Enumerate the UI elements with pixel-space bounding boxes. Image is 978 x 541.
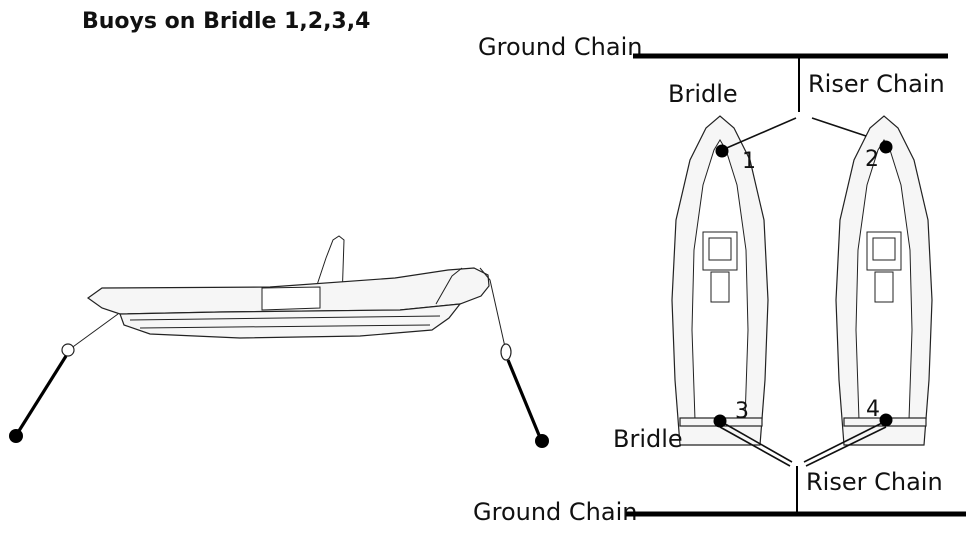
- side-riser-stern: [15, 355, 68, 435]
- bridle-bottom-right-2: [805, 426, 887, 467]
- side-seat: [261, 286, 321, 311]
- side-bridle-bow: [479, 267, 506, 348]
- buoy-4: [879, 413, 893, 427]
- side-weight-stern: [9, 429, 23, 443]
- side-riser-bow: [506, 359, 543, 441]
- left-boat-seat: [710, 271, 730, 303]
- top-view-boat-left: [671, 115, 769, 446]
- buoy-label-1: 1: [742, 149, 756, 174]
- buoy-1: [715, 144, 729, 158]
- label-ground-chain-bottom: Ground Chain: [473, 498, 637, 526]
- buoy-3: [713, 414, 727, 428]
- side-weight-bow: [535, 434, 549, 448]
- diagram-title: Buoys on Bridle 1,2,3,4: [82, 9, 370, 34]
- bridle-bottom-right: [803, 420, 887, 463]
- side-buoy-stern: [61, 343, 75, 357]
- buoy-label-4: 4: [866, 397, 880, 422]
- label-bridle-bottom: Bridle: [613, 425, 683, 453]
- right-boat-screen: [872, 237, 896, 261]
- buoy-2: [879, 140, 893, 154]
- bridle-bottom-left: [719, 420, 793, 463]
- side-hull-strake: [129, 315, 441, 321]
- left-boat-screen: [708, 237, 732, 261]
- bridle-top-right: [811, 117, 867, 137]
- side-view-boat: [9, 235, 549, 448]
- side-bridle-stern: [69, 313, 119, 350]
- side-buoy-bow: [500, 343, 512, 361]
- side-bow-rail: [435, 267, 463, 305]
- top-view-boat-right: [835, 115, 933, 446]
- label-bridle-top: Bridle: [668, 80, 738, 108]
- buoy-label-3: 3: [735, 399, 749, 424]
- buoy-label-2: 2: [865, 147, 879, 172]
- label-ground-chain-top: Ground Chain: [478, 33, 642, 61]
- bridle-bottom-left-2: [719, 426, 791, 467]
- label-riser-chain-bottom: Riser Chain: [806, 468, 943, 496]
- bridle-top-left: [721, 117, 797, 151]
- side-hull: [119, 303, 462, 339]
- label-riser-chain-top: Riser Chain: [808, 70, 945, 98]
- side-hull-strake-2: [139, 324, 431, 329]
- right-boat-seat: [874, 271, 894, 303]
